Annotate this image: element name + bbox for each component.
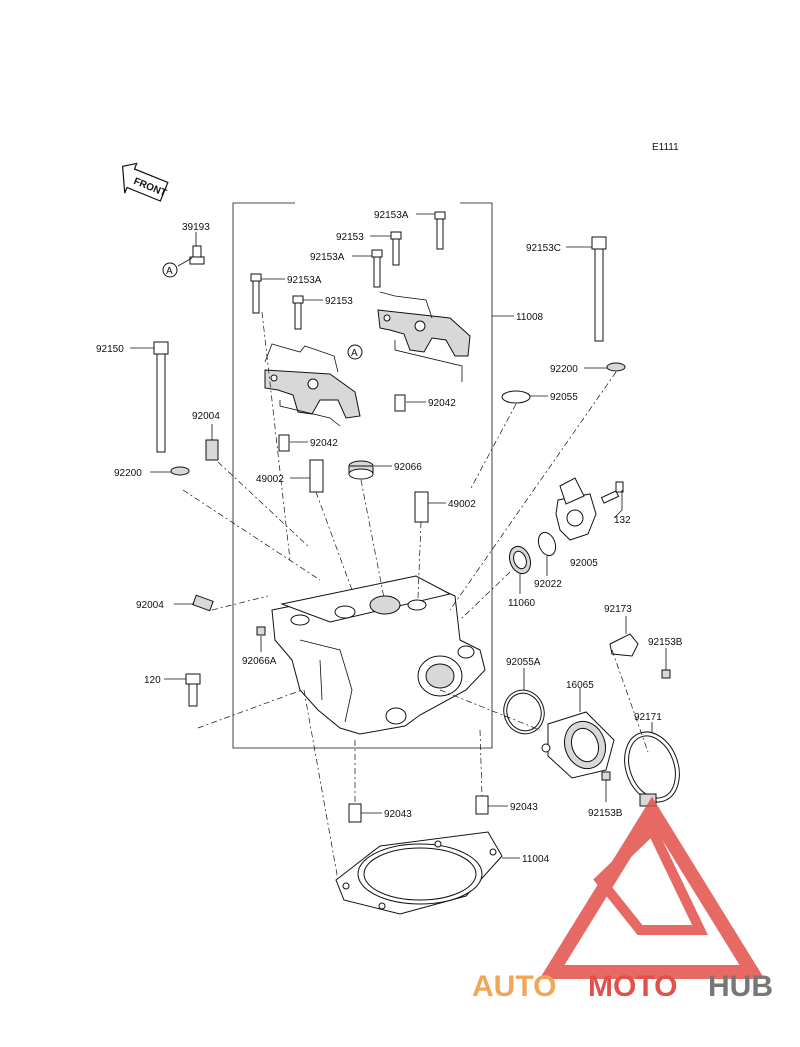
label-92200-1: 92200: [550, 364, 578, 375]
label-92066A: 92066A: [242, 656, 277, 667]
page-code: E1111: [652, 142, 679, 153]
label-92153A-2: 92153A: [310, 252, 345, 263]
label-92153A-3: 92153A: [287, 275, 322, 286]
intake-pipe-16065: [541, 711, 615, 779]
label-16065: 16065: [566, 680, 594, 691]
watermark-brand: AUTO MOTO HUB: [472, 970, 773, 1003]
bolt-92150: [153, 341, 169, 453]
washer-92200-right: [606, 362, 626, 372]
bolt-92153-2: [292, 295, 304, 330]
label-92004-2: 92004: [136, 600, 164, 611]
label-11004: 11004: [522, 854, 550, 865]
bolt-92153A-2: [371, 249, 383, 288]
bracket-92173: [609, 633, 639, 657]
watermark-logo: [539, 796, 765, 979]
label-92171: 92171: [634, 712, 662, 723]
bolt-120: [185, 673, 201, 707]
bolt-39193: [189, 245, 205, 265]
label-49002-2: 49002: [448, 499, 476, 510]
dowel-pin-92042-2: [278, 434, 290, 452]
label-92055: 92055: [550, 392, 578, 403]
label-92153-2: 92153: [325, 296, 353, 307]
label-132: 132: [614, 515, 631, 526]
callout-a-1: [162, 262, 178, 278]
valve-guide-49002-right: [414, 491, 429, 523]
gasket-92022: [537, 531, 557, 557]
label-92153B-1: 92153B: [648, 637, 683, 648]
plug-92066A: [256, 626, 266, 636]
bolt-92153A-1: [434, 211, 446, 250]
dowel-pin-92042-1: [394, 394, 406, 412]
label-92005: 92005: [570, 558, 598, 569]
o-ring-92055A: [503, 689, 545, 735]
callout-a-2: [347, 344, 363, 360]
bolt-92153-1: [390, 231, 402, 266]
screw-92153B-2: [601, 771, 611, 781]
watermark-moto: MOTO: [588, 970, 677, 1003]
label-92042-1: 92042: [428, 398, 456, 409]
label-120: 120: [144, 675, 161, 686]
label-92200-2: 92200: [114, 468, 142, 479]
cylinder-head: [271, 575, 486, 735]
label-92043-2: 92043: [510, 802, 538, 813]
label-49002-1: 49002: [256, 474, 284, 485]
label-92153C: 92153C: [526, 243, 561, 254]
o-ring-92055: [501, 390, 531, 404]
camshaft-cap-right: [377, 309, 471, 357]
label-92153B-2: 92153B: [588, 808, 623, 819]
bolt-92153C: [591, 236, 607, 342]
bolt-92153A-3: [250, 273, 262, 314]
label-92022: 92022: [534, 579, 562, 590]
seal-92066: [348, 460, 374, 480]
watermark-hub: HUB: [708, 970, 773, 1003]
label-92153A-1: 92153A: [374, 210, 409, 221]
front-arrow-icon: FRONT: [121, 162, 169, 202]
callout-a-1-label: A: [166, 266, 173, 277]
label-92153-1: 92153: [336, 232, 364, 243]
stud-92004-lower: [192, 594, 214, 612]
assembly-frame: [232, 202, 493, 749]
screw-92153B-1: [661, 669, 671, 679]
label-39193: 39193: [182, 222, 210, 233]
label-11060: 11060: [508, 598, 536, 609]
camshaft-cap-left: [264, 369, 361, 419]
label-92004-1: 92004: [192, 411, 220, 422]
label-92173: 92173: [604, 604, 632, 615]
clamp-92171: [624, 731, 680, 807]
label-92043-1: 92043: [384, 809, 412, 820]
dowel-92043-left: [348, 803, 362, 823]
label-11008: 11008: [516, 312, 544, 323]
label-92150: 92150: [96, 344, 124, 355]
bolt-132: [600, 481, 624, 504]
head-gasket-11004: [335, 831, 503, 915]
valve-guide-49002-left: [309, 459, 324, 493]
label-92042-2: 92042: [310, 438, 338, 449]
washer-92200-left: [170, 466, 190, 476]
ring-11060: [508, 545, 532, 575]
water-outlet-92005: [555, 477, 597, 541]
stud-92004-upper: [205, 439, 219, 461]
callout-a-2-label: A: [351, 348, 358, 359]
label-92055A: 92055A: [506, 657, 541, 668]
dowel-92043-right: [475, 795, 489, 815]
label-92066: 92066: [394, 462, 422, 473]
watermark-auto: AUTO: [472, 970, 556, 1003]
